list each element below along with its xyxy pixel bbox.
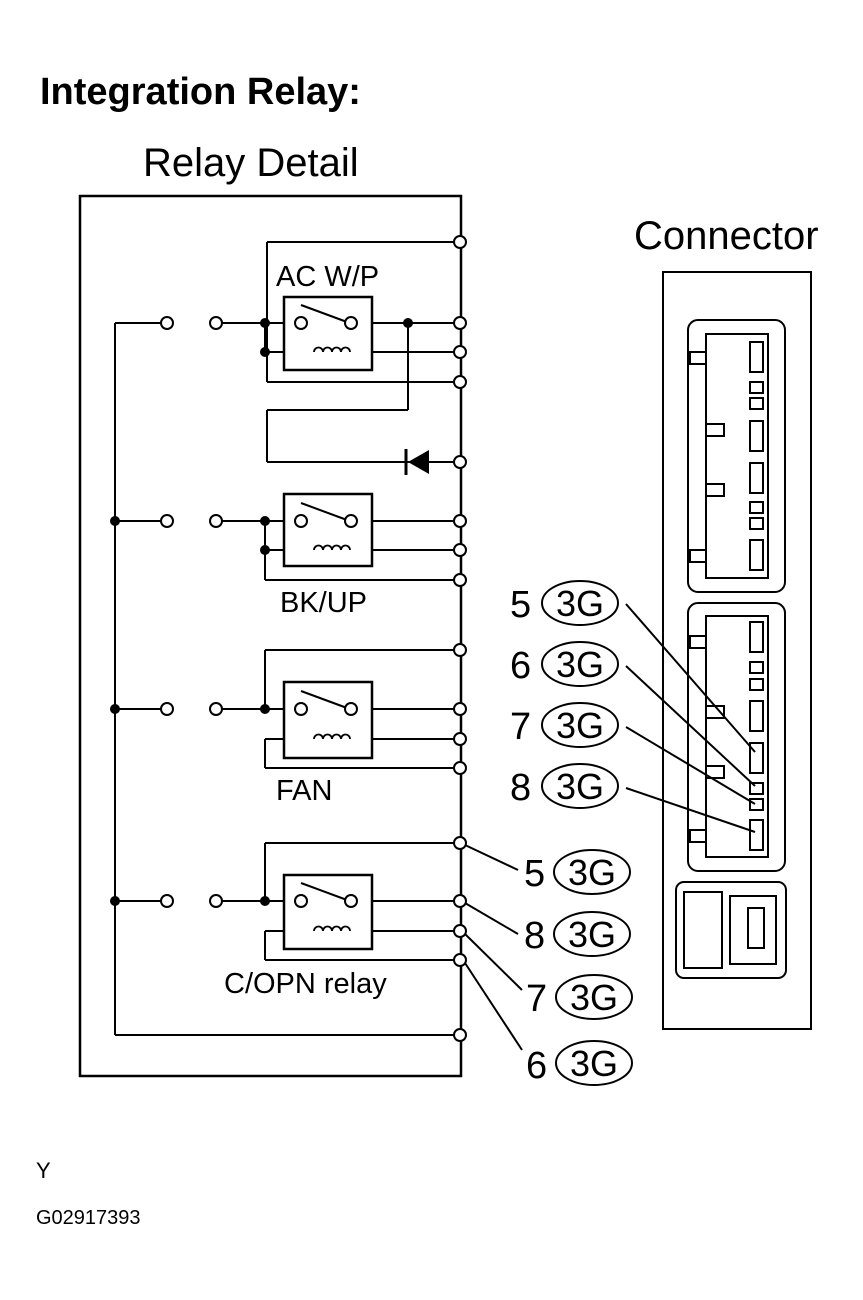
pin-number: 5 bbox=[510, 584, 531, 626]
pin-code: 3G bbox=[570, 977, 618, 1018]
relay-pin-callout: 5 3G bbox=[524, 849, 631, 895]
connector-pin-callout: 5 3G bbox=[510, 580, 619, 626]
relay-housing bbox=[78, 194, 463, 1078]
relay-ac-wp: AC W/P bbox=[276, 261, 379, 372]
relay-label-fan: FAN bbox=[276, 775, 332, 807]
pin-number: 8 bbox=[510, 767, 531, 809]
orientation-mark: Y bbox=[36, 1158, 51, 1183]
diode-symbol bbox=[404, 449, 429, 475]
pin-code: 3G bbox=[556, 644, 604, 685]
switch-contact bbox=[300, 690, 348, 709]
contact-terminals bbox=[160, 316, 358, 908]
relay-box bbox=[282, 295, 374, 372]
pin-code: 3G bbox=[556, 583, 604, 624]
relay-label-bk-up: BK/UP bbox=[280, 587, 367, 619]
relay-pin-callout: 8 3G bbox=[524, 911, 631, 957]
pin-code: 3G bbox=[568, 852, 616, 893]
switch-contact bbox=[300, 882, 348, 901]
pin-number: 7 bbox=[526, 978, 547, 1020]
pin-code: 3G bbox=[556, 766, 604, 807]
relay-bk-up: BK/UP bbox=[280, 492, 374, 619]
relay-label-c-opn: C/OPN relay bbox=[224, 968, 387, 1000]
pin-number: 6 bbox=[526, 1045, 547, 1087]
relay-c-opn: C/OPN relay bbox=[224, 873, 387, 1000]
pin-code: 3G bbox=[556, 705, 604, 746]
relay-box bbox=[282, 873, 374, 951]
switch-contact bbox=[300, 502, 348, 521]
connector-pin-callout: 6 3G bbox=[510, 641, 619, 687]
connector-pin-callout: 8 3G bbox=[510, 763, 619, 809]
pin-code: 3G bbox=[570, 1043, 618, 1084]
pin-number: 8 bbox=[524, 915, 545, 957]
relay-box bbox=[282, 680, 374, 760]
switch-contact bbox=[300, 304, 348, 323]
relay-label-ac-wp: AC W/P bbox=[276, 261, 379, 293]
edge-terminals bbox=[453, 235, 467, 1042]
connector-pin-callout: 7 3G bbox=[510, 702, 619, 748]
pin-code: 3G bbox=[568, 914, 616, 955]
pin-number: 5 bbox=[524, 853, 545, 895]
page-title: Integration Relay: bbox=[40, 71, 361, 113]
relay-pin-leaders bbox=[464, 844, 523, 1051]
relay-box bbox=[282, 492, 374, 568]
connector-heading: Connector bbox=[634, 214, 819, 258]
figure-id: G02917393 bbox=[36, 1207, 141, 1229]
relay-pin-callout: 7 3G bbox=[526, 974, 633, 1020]
connector-pin-leaders bbox=[625, 603, 756, 833]
connector-housing bbox=[662, 271, 812, 1030]
junction-dots bbox=[110, 318, 413, 906]
relay-detail-heading: Relay Detail bbox=[143, 141, 359, 185]
pin-number: 7 bbox=[510, 706, 531, 748]
pin-number: 6 bbox=[510, 645, 531, 687]
relay-pin-callout: 6 3G bbox=[526, 1040, 633, 1087]
relay-fan: FAN bbox=[276, 680, 374, 807]
